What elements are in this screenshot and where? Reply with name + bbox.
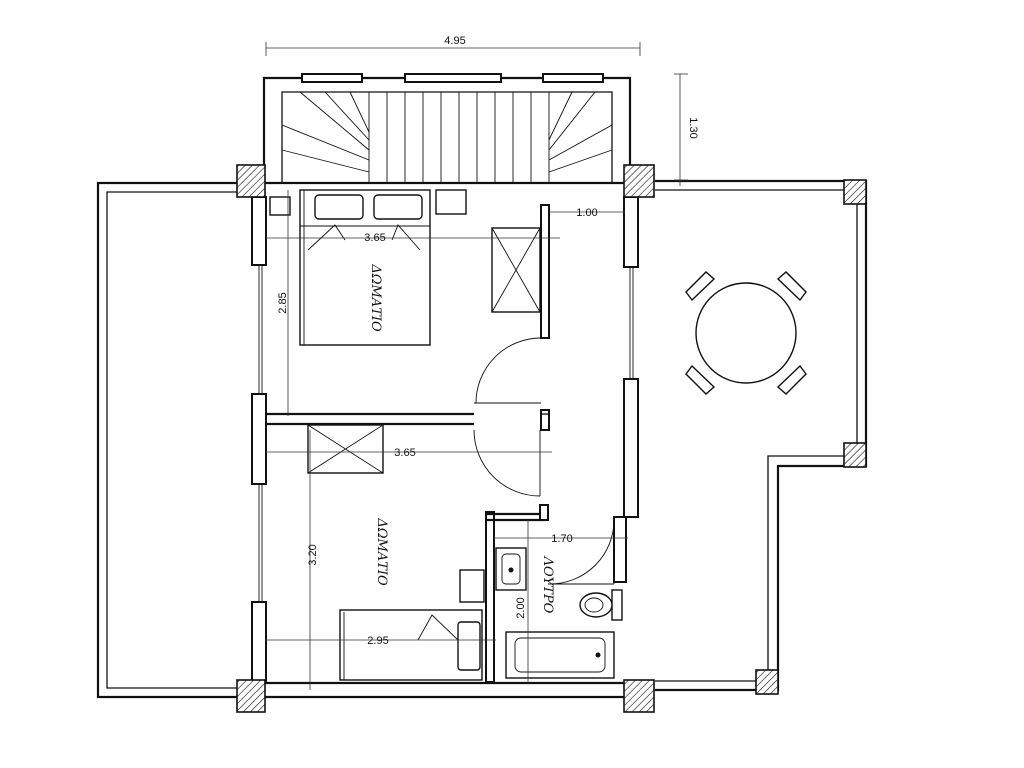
nightstand (269, 196, 291, 216)
dimension-lines (265, 42, 688, 690)
door-swings (473, 337, 615, 585)
single-bed (339, 609, 483, 681)
dim-bedroom-top-depth: 2.85 (277, 292, 289, 313)
dim-overall-width: 4.95 (444, 35, 465, 47)
dim-bedroom-top-width: 3.65 (364, 232, 385, 244)
dim-corridor-width: 1.00 (576, 207, 597, 219)
room-label-bathroom: ΛΟΥΤΡΟ (540, 556, 555, 614)
exterior-walls (251, 181, 639, 699)
room-label-bedroom-top: ΔΩΜΑΤΙΟ (368, 263, 383, 332)
dim-bedroom-bottom-depth: 3.20 (307, 544, 319, 565)
dim-bath-width: 1.70 (551, 533, 572, 545)
left-terrace-railing (96, 181, 240, 699)
dim-bed-width: 2.95 (367, 635, 388, 647)
staircase (262, 73, 632, 184)
bathroom-sink (495, 547, 527, 591)
dim-bedroom-bottom-width: 3.65 (394, 447, 415, 459)
wardrobe (491, 227, 541, 313)
structural-columns (236, 164, 867, 713)
dim-bath-depth: 2.00 (515, 597, 527, 618)
dim-stair-depth: 1.30 (687, 117, 699, 138)
double-bed (299, 189, 431, 346)
right-terrace-railing (655, 179, 868, 692)
bathtub (505, 631, 615, 679)
dining-table (685, 271, 807, 395)
interior-walls (266, 204, 550, 683)
toilet (579, 589, 623, 621)
wardrobe (307, 424, 384, 474)
nightstand (459, 569, 485, 603)
room-label-bedroom-bottom: ΔΩΜΑΤΙΟ (374, 517, 389, 586)
nightstand (435, 189, 467, 215)
